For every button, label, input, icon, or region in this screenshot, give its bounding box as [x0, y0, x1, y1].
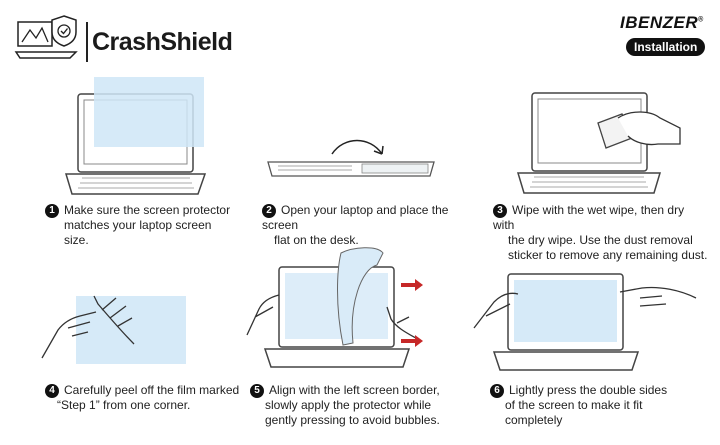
hand-icon	[617, 111, 681, 146]
left-hand-icon	[473, 292, 519, 329]
step-2-line-1: Open your laptop and place the screen	[262, 203, 449, 232]
protector-film	[94, 77, 204, 147]
step-5-caption: 5 Align with the left screen border, slow…	[250, 383, 455, 428]
protector-film	[76, 296, 186, 364]
step2-illustration	[267, 139, 435, 177]
step-6-number: 6	[490, 384, 504, 398]
right-hand-icon	[619, 286, 697, 307]
step-5-line-3: gently pressing to avoid bubbles.	[265, 413, 440, 427]
step5-illustration	[246, 247, 423, 368]
step-2-line-2: flat on the desk.	[274, 233, 359, 247]
slide-arrow-icon	[401, 279, 423, 291]
step-6-line-2: of the screen to make it fit	[505, 398, 643, 412]
protector-film	[337, 247, 384, 346]
step-1-line-1: Make sure the screen protector	[64, 203, 231, 217]
maker-name: IBENZER	[620, 13, 699, 32]
step-3-line-2: the dry wipe. Use the dust removal	[508, 233, 693, 247]
step-4-line-1: Carefully peel off the film marked	[64, 383, 240, 397]
step-3-line-1: Wipe with the wet wipe, then dry with	[493, 203, 685, 232]
step-5-number: 5	[250, 384, 264, 398]
left-hand-icon	[41, 311, 97, 359]
step-6-caption: 6 Lightly press the double sides of the s…	[490, 383, 705, 428]
step-6-line-3: completely	[505, 413, 563, 427]
maker-registered-mark: ®	[698, 16, 704, 24]
step4-illustration	[41, 295, 186, 364]
step-1-number: 1	[45, 204, 59, 218]
step6-illustration	[473, 273, 697, 371]
step-6-line-1: Lightly press the double sides	[509, 383, 668, 397]
step-5-line-1: Align with the left screen border,	[269, 383, 440, 397]
step-1-line-2: matches your laptop screen size.	[64, 218, 212, 247]
step3-illustration	[516, 92, 681, 194]
step-3-line-3: sticker to remove any remaining dust.	[508, 248, 708, 262]
step1-illustration	[64, 77, 207, 195]
step-4-number: 4	[45, 384, 59, 398]
installation-badge: Installation	[626, 38, 706, 56]
brand-divider	[86, 22, 88, 62]
step-2-number: 2	[262, 204, 276, 218]
brand-name: CrashShield	[92, 28, 233, 56]
step-1-caption: 1 Make sure the screen protector matches …	[45, 203, 235, 248]
step-4-line-2: “Step 1” from one corner.	[57, 398, 191, 412]
step-4-caption: 4 Carefully peel off the film marked “Ste…	[45, 383, 245, 413]
maker-logo: IBENZER®	[620, 13, 704, 33]
right-hand-icon	[93, 295, 135, 345]
brand-logo-icon	[14, 15, 78, 59]
left-hand-icon	[246, 294, 280, 336]
step-5-line-2: slowly apply the protector while	[265, 398, 432, 412]
slide-arrow-icon	[401, 335, 423, 347]
step-3-number: 3	[493, 204, 507, 218]
